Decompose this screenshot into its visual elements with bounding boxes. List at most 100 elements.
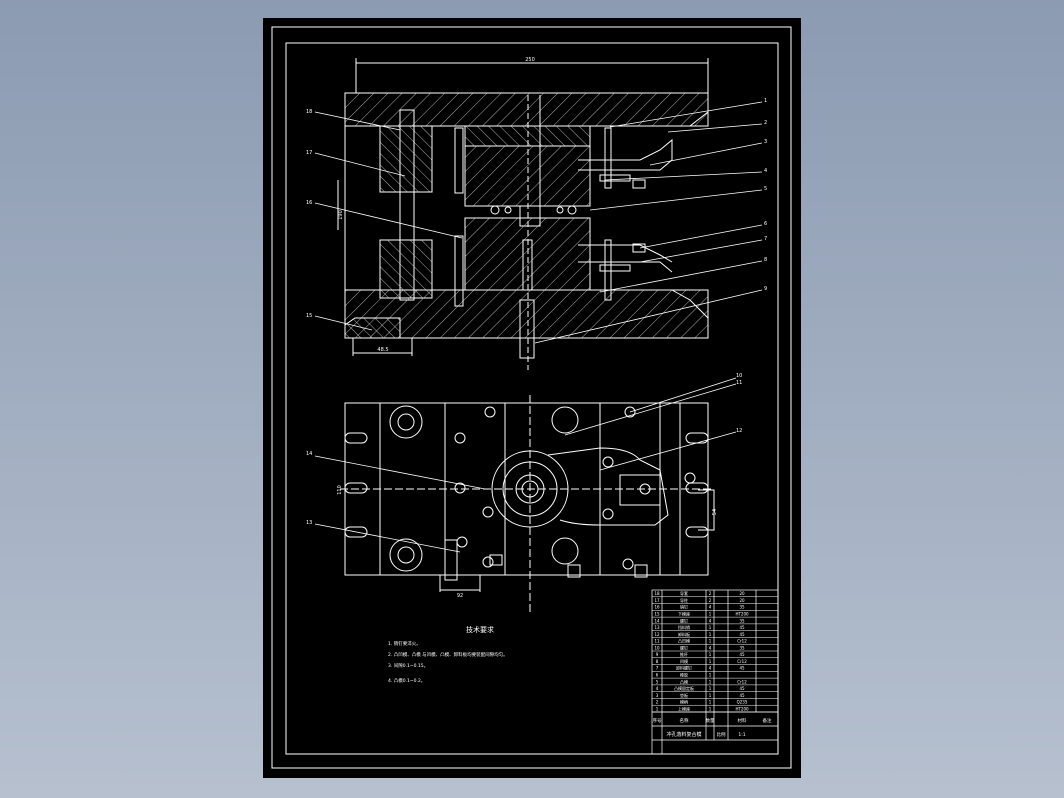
parts-cell: 9 (656, 652, 659, 657)
note-item-3: 3. 间隙0.1~0.15。 (388, 662, 428, 669)
parts-cell: 8 (656, 659, 659, 664)
lower-die (464, 217, 591, 291)
notes-heading: 技术要求 (466, 625, 494, 634)
parts-cell: 14 (654, 618, 660, 623)
parts-cell: 17 (654, 598, 660, 603)
balloon-1: 1 (764, 98, 767, 104)
parts-cell: Q235 (737, 700, 748, 705)
parts-cell: 16 (654, 605, 660, 610)
note-item-4: 4. 凸模0.1~0.2。 (388, 677, 425, 684)
parts-cell: 20 (739, 598, 745, 603)
title-header-no: 序号 (653, 717, 662, 724)
parts-cell: Cr12 (737, 679, 747, 684)
parts-cell: 推杆 (680, 651, 688, 657)
parts-cell: 导套 (680, 590, 688, 596)
parts-cell: 18 (654, 591, 660, 596)
parts-cell: 45 (739, 632, 745, 637)
balloon-10: 10 (736, 373, 742, 379)
plan-left-dim: 110 (337, 485, 343, 495)
section-leaders (314, 101, 763, 344)
parts-cell: 35 (739, 645, 745, 650)
plan-view (340, 395, 715, 612)
parts-cell: 7 (656, 666, 659, 671)
balloon-3: 3 (764, 139, 767, 145)
balloon-12: 12 (736, 428, 742, 434)
technical-notes: 技术要求 1. 销钉要淬火。 2. 凸凹模、凸模 与凹模、凸模、卸料板均要装配间… (388, 625, 508, 684)
balloon-15: 15 (306, 313, 312, 319)
balloon-8: 8 (764, 257, 767, 263)
parts-cell: 3 (656, 693, 659, 698)
parts-cell: 凸模固定板 (674, 685, 694, 691)
balloon-18: 18 (306, 109, 312, 115)
parts-cell: Cr12 (737, 659, 747, 664)
note-item-1: 1. 销钉要淬火。 (388, 640, 421, 647)
parts-cell: 2 (709, 598, 712, 603)
parts-cell: 导柱 (680, 597, 688, 603)
parts-cell: 45 (739, 652, 745, 657)
parts-cell: 12 (654, 632, 660, 637)
drawing-title: 冲孔落料复合模 (666, 731, 701, 738)
guide-sleeve (379, 125, 433, 193)
parts-cell: 螺钉 (680, 644, 688, 650)
bottom-left-dim-text: 48.5 (377, 347, 388, 353)
parts-cell: 1 (709, 700, 712, 705)
scale-value: 1:1 (738, 732, 745, 738)
parts-cell: 1 (709, 673, 712, 678)
scale-label: 比例 (717, 731, 726, 738)
parts-cell: 15 (654, 612, 660, 617)
parts-cell: 11 (654, 639, 660, 644)
parts-cell: 1 (709, 706, 712, 711)
parts-cell: 1 (709, 652, 712, 657)
parts-cell: 橡胶 (680, 672, 688, 678)
plan-balloon-labels: 10 11 12 14 13 (306, 373, 742, 526)
sheet-inner-border (285, 42, 779, 755)
parts-cell: HT200 (735, 612, 749, 617)
parts-cell: 上模座 (678, 705, 690, 711)
parts-cell: 垫板 (680, 692, 688, 698)
parts-cell: 2 (656, 700, 659, 705)
parts-cell: 13 (654, 625, 660, 630)
section-view (337, 58, 709, 370)
upper-die-seat (344, 92, 709, 127)
parts-cell: 挡料销 (678, 624, 690, 630)
title-header-remark: 备注 (763, 717, 772, 724)
plan-dim-texts: 110 92 54 (337, 485, 718, 599)
parts-cell: 1 (709, 639, 712, 644)
parts-cell: 6 (656, 673, 659, 678)
parts-cell: 销钉 (680, 604, 688, 610)
plan-bottom-dim: 92 (457, 593, 463, 599)
parts-cell: 1 (709, 679, 712, 684)
balloon-5: 5 (764, 186, 767, 192)
note-item-2: 2. 凸凹模、凸模 与凹模、凸模、卸料板均要装配间隙均匀。 (388, 651, 508, 658)
parts-cell: 1 (656, 706, 659, 711)
parts-cell: HT200 (735, 706, 749, 711)
parts-cell: 1 (709, 686, 712, 691)
parts-cell: 下模座 (678, 611, 690, 617)
balloon-11: 11 (736, 380, 742, 386)
left-dim-text: 190 (338, 210, 344, 220)
title-header-qty: 数量 (706, 717, 715, 724)
balloon-17: 17 (306, 150, 312, 156)
parts-cell: 4 (709, 618, 712, 623)
parts-cell: 模柄 (680, 699, 688, 705)
parts-cell: 35 (739, 618, 745, 623)
balloon-13: 13 (306, 520, 312, 526)
parts-cell: 4 (656, 686, 659, 691)
parts-cell: 1 (709, 632, 712, 637)
parts-cell: 10 (654, 645, 660, 650)
parts-cell: 45 (739, 666, 745, 671)
parts-cell: 螺钉 (680, 617, 688, 623)
parts-cell: 2 (709, 591, 712, 596)
parts-cell: 卸料螺钉 (676, 665, 692, 671)
parts-cell: 4 (709, 605, 712, 610)
parts-cell: 45 (739, 625, 745, 630)
parts-cell: 45 (739, 693, 745, 698)
parts-cell: 卸料板 (678, 631, 690, 637)
section-balloon-labels: 1 2 3 4 5 6 7 8 9 18 17 16 15 (306, 98, 767, 319)
balloon-9: 9 (764, 286, 767, 292)
balloon-16: 16 (306, 200, 312, 206)
parts-cell: 1 (709, 625, 712, 630)
parts-cell: 5 (656, 679, 659, 684)
